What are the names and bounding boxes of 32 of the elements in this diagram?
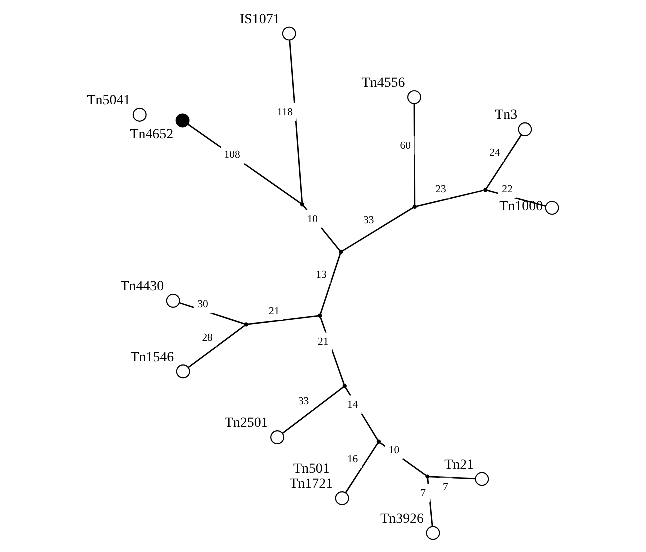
edge-label: 13 — [316, 269, 327, 282]
edge-label: 23 — [436, 184, 446, 196]
edge-label: 7 — [420, 488, 426, 500]
edge-label: 21 — [318, 336, 329, 348]
node-label: Tn3926 — [380, 512, 424, 527]
edge-label: 7 — [442, 481, 448, 494]
node-label: Tn5041 — [87, 94, 131, 109]
node-label: Tn4556 — [362, 76, 406, 92]
node-label: Tn1546 — [130, 350, 174, 366]
edge-label: 33 — [364, 214, 374, 227]
edge-label: 30 — [198, 298, 208, 311]
node-label: Tn4430 — [120, 280, 164, 295]
edge-label: 33 — [298, 396, 310, 408]
node-label: Tn1721 — [290, 477, 334, 492]
edge-label: 16 — [347, 453, 358, 466]
node-label: Tn501 — [293, 462, 330, 478]
edge-label: 22 — [502, 184, 513, 196]
edge-label: 60 — [400, 140, 411, 152]
node-label: Tn4652 — [130, 127, 174, 142]
edge-label: 10 — [307, 213, 318, 226]
edge-label: 108 — [224, 149, 240, 162]
node-label: Tn21 — [444, 458, 474, 473]
edge-label: 21 — [269, 305, 280, 318]
edge-label: 118 — [277, 106, 294, 119]
node-label: Tn3 — [495, 108, 518, 124]
edge-label: 14 — [347, 399, 358, 412]
edge-label: 10 — [388, 444, 400, 456]
node-label: Tn2501 — [224, 416, 268, 432]
edge-label: 28 — [202, 332, 213, 344]
node-label: Tn1000 — [500, 200, 544, 215]
edge-label: 24 — [490, 146, 500, 159]
node-label: IS1071 — [240, 12, 280, 28]
